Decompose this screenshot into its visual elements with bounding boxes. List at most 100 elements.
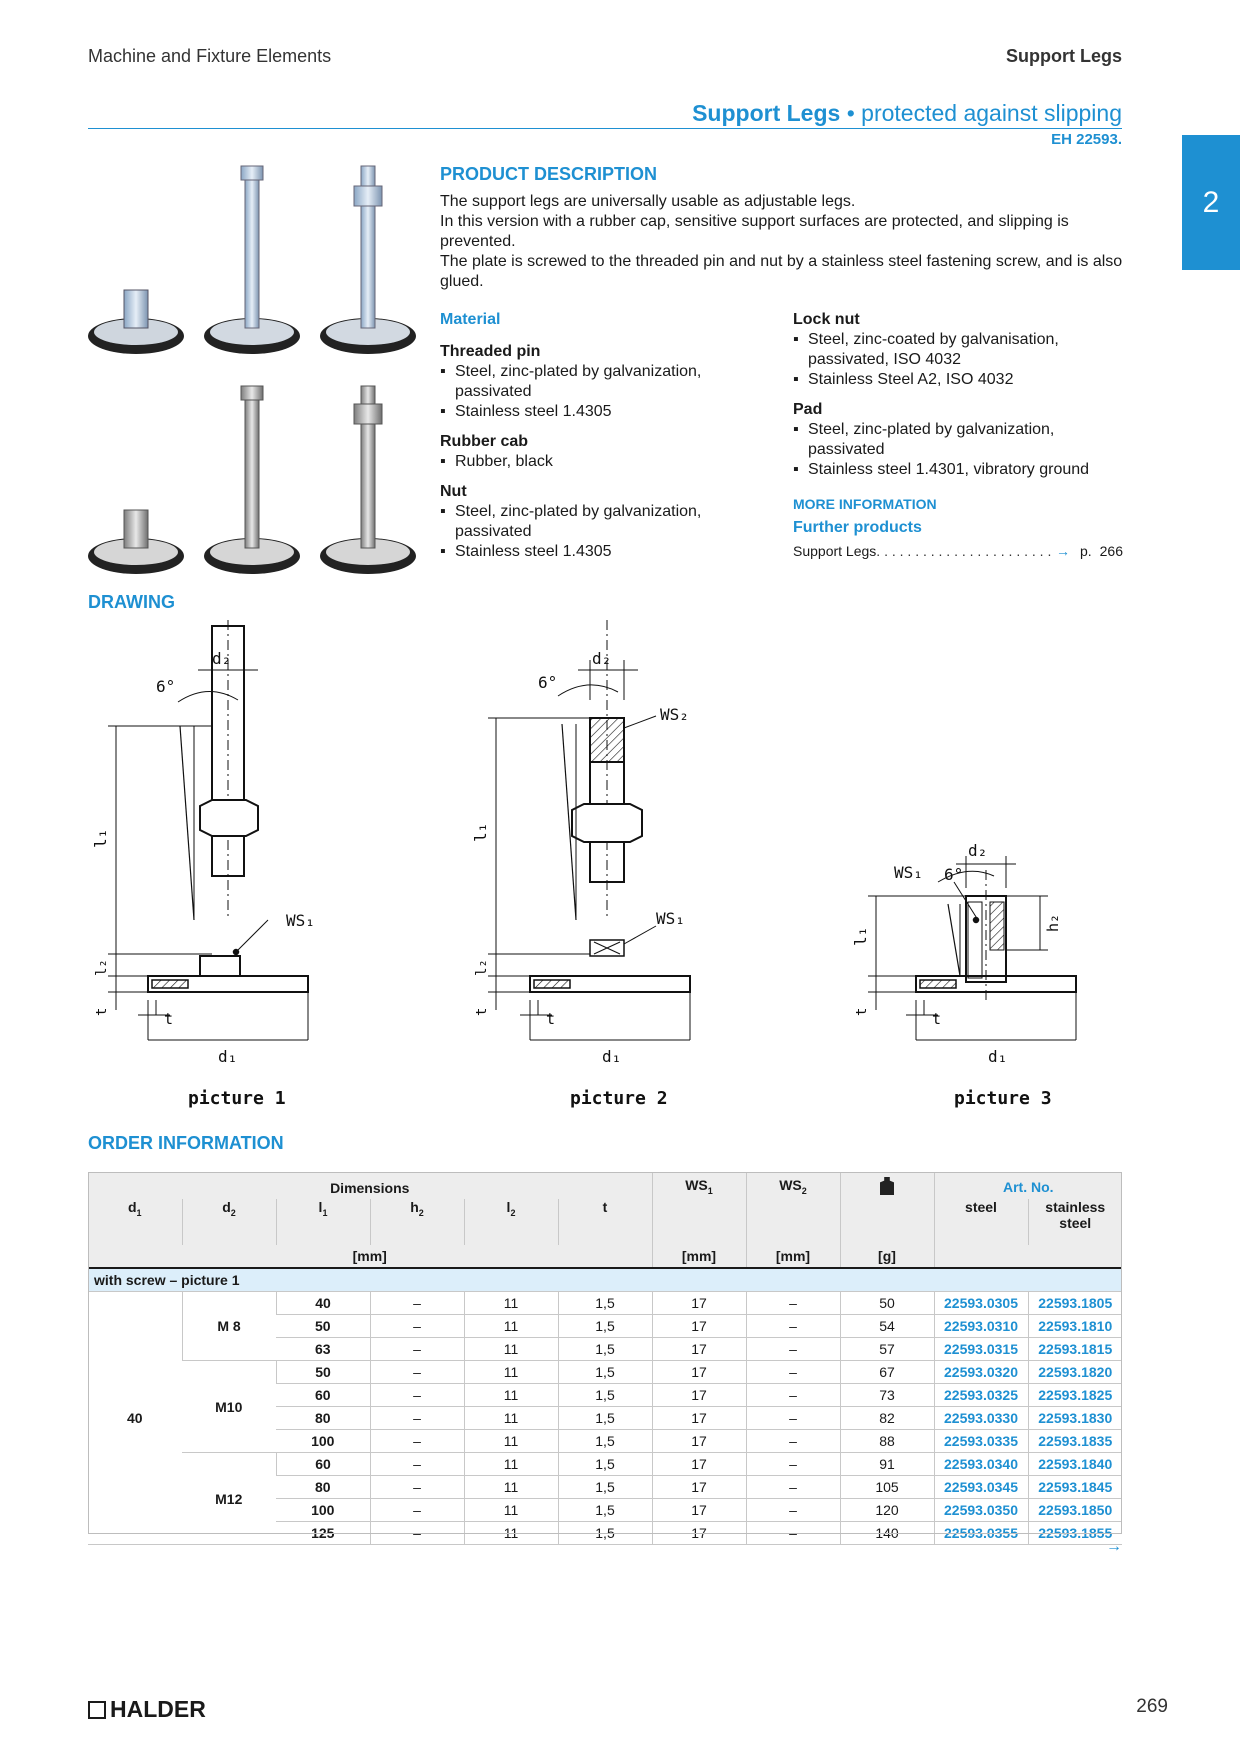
list-item: Stainless steel 1.4305 — [440, 402, 760, 422]
header-section: Machine and Fixture Elements — [88, 46, 332, 66]
cell-l2: 11 — [463, 1337, 558, 1361]
pad-list: Steel, zinc-plated by galvanization, pas… — [793, 420, 1123, 480]
photo-zinc-long — [320, 165, 416, 354]
th-steel: steel — [933, 1199, 1028, 1245]
list-item: Steel, zinc-coated by galvanisation, pas… — [793, 330, 1123, 370]
list-item: Stainless steel 1.4301, vibratory ground — [793, 460, 1123, 480]
th-l1: l1 — [275, 1199, 370, 1245]
cell-artno-steel[interactable]: 22593.0340 — [933, 1452, 1028, 1476]
cell-t: 1,5 — [557, 1291, 652, 1315]
order-table: Dimensions WS1 WS2 Art. No. d1 d2 l1 h2 … — [88, 1172, 1122, 1545]
cell-ws2: – — [745, 1337, 840, 1361]
cell-t: 1,5 — [557, 1314, 652, 1338]
th-unit-mm: [mm] — [88, 1245, 652, 1268]
reference-page-prefix: p. — [1079, 543, 1092, 559]
lock-nut-label: Lock nut — [793, 311, 860, 328]
list-item: Rubber, black — [440, 452, 760, 472]
weight-icon — [880, 1177, 894, 1195]
cell-ws1: 17 — [651, 1291, 746, 1315]
cell-l1: 80 — [276, 1406, 370, 1430]
cell-t: 1,5 — [557, 1429, 652, 1453]
halder-logo-icon — [88, 1700, 106, 1719]
cell-artno-steel[interactable]: 22593.0310 — [933, 1314, 1028, 1338]
th-t: t — [557, 1199, 652, 1245]
cell-h2: – — [369, 1521, 464, 1545]
photo-zinc-medium — [204, 165, 300, 354]
header-chapter: Support Legs — [1006, 46, 1122, 66]
page-number: 269 — [1136, 1696, 1168, 1717]
technical-drawing: d₂ 6° l₁ l₂ t t d₁ WS₁ picture 1 — [91, 620, 1077, 1109]
cell-artno-steel[interactable]: 22593.0345 — [933, 1475, 1028, 1499]
cell-artno-stainless[interactable]: 22593.1845 — [1027, 1475, 1122, 1499]
list-item: Steel, zinc-plated by galvanization, pas… — [440, 502, 760, 542]
lock-nut-list: Steel, zinc-coated by galvanisation, pas… — [793, 330, 1123, 390]
p3-label-angle: 6° — [944, 865, 963, 884]
cell-l1: 50 — [275, 1360, 370, 1384]
p1-label-angle: 6° — [156, 677, 175, 696]
arrow-right-icon[interactable]: → — [1106, 1538, 1122, 1555]
p1-label-t2: t — [164, 1010, 173, 1028]
cell-artno-steel[interactable]: 22593.0305 — [933, 1291, 1028, 1315]
cell-artno-stainless[interactable]: 22593.1850 — [1027, 1498, 1122, 1522]
order-heading: ORDER INFORMATION — [88, 1133, 284, 1153]
cell-l1: 50 — [276, 1314, 370, 1338]
cell-artno-stainless[interactable]: 22593.1840 — [1027, 1452, 1122, 1476]
cell-d2: M12 — [182, 1452, 276, 1545]
p3-label-t2: t — [932, 1010, 941, 1028]
cell-artno-steel[interactable]: 22593.0350 — [933, 1498, 1028, 1522]
rubber-cab-label: Rubber cab — [440, 433, 529, 450]
cell-h2: – — [369, 1498, 464, 1522]
cell-artno-stainless[interactable]: 22593.1820 — [1027, 1360, 1122, 1384]
cell-artno-stainless[interactable]: 22593.1825 — [1027, 1383, 1122, 1407]
cell-ws1: 17 — [651, 1406, 746, 1430]
page-title: Support Legs • protected against slippin… — [692, 100, 1122, 127]
reference-label[interactable]: Support Legs — [793, 543, 877, 559]
cell-h2: – — [369, 1383, 464, 1407]
cell-l1: 60 — [276, 1383, 370, 1407]
p3-label-d2: d₂ — [968, 841, 987, 860]
cell-ws2: – — [745, 1452, 840, 1476]
more-info-heading: MORE INFORMATION — [793, 496, 937, 512]
th-d2: d2 — [181, 1199, 276, 1245]
cell-d2: M10 — [182, 1360, 276, 1453]
nut-label: Nut — [440, 483, 467, 500]
cell-t: 1,5 — [557, 1452, 652, 1476]
p3-label-d1: d₁ — [988, 1047, 1007, 1066]
cell-h2: – — [369, 1360, 464, 1384]
cell-l1: 40 — [275, 1291, 370, 1315]
cell-artno-stainless[interactable]: 22593.1830 — [1027, 1406, 1122, 1430]
cell-t: 1,5 — [557, 1383, 652, 1407]
cell-artno-steel[interactable]: 22593.0325 — [933, 1383, 1028, 1407]
reference-page[interactable]: 266 — [1099, 543, 1123, 559]
p2-label-d1: d₁ — [602, 1047, 621, 1066]
nut-list: Steel, zinc-plated by galvanization, pas… — [440, 502, 760, 562]
description-line-2: In this version with a rubber cap, sensi… — [440, 213, 1069, 250]
th-h2: h2 — [369, 1199, 464, 1245]
chapter-tab[interactable]: 2 — [1182, 135, 1240, 270]
th-dimensions: Dimensions — [88, 1172, 652, 1199]
title-main: Support Legs — [692, 100, 841, 126]
cell-artno-stainless[interactable]: 22593.1835 — [1027, 1429, 1122, 1453]
p2-label-t: t — [474, 1008, 490, 1016]
cell-artno-steel[interactable]: 22593.0330 — [933, 1406, 1028, 1430]
cell-artno-steel[interactable]: 22593.0315 — [933, 1337, 1028, 1361]
list-item: Stainless Steel A2, ISO 4032 — [793, 370, 1123, 390]
arrow-right-icon[interactable]: → — [1055, 543, 1070, 559]
p2-label-d2: d₂ — [592, 649, 611, 668]
cell-t: 1,5 — [557, 1360, 652, 1384]
picture-2-caption: picture 2 — [570, 1088, 668, 1109]
cell-artno-steel[interactable]: 22593.0335 — [933, 1429, 1028, 1453]
cell-artno-steel[interactable]: 22593.0320 — [933, 1360, 1028, 1384]
cell-artno-stainless[interactable]: 22593.1805 — [1027, 1291, 1122, 1315]
reference-link[interactable]: Support Legs . . . . . . . . . . . . . .… — [793, 541, 1123, 561]
p1-label-d1: d₁ — [218, 1047, 237, 1066]
picture-3-caption: picture 3 — [954, 1088, 1052, 1109]
cell-artno-stainless[interactable]: 22593.1815 — [1027, 1337, 1122, 1361]
cell-artno-stainless[interactable]: 22593.1810 — [1027, 1314, 1122, 1338]
cell-artno-steel[interactable]: 22593.0355 — [933, 1521, 1028, 1545]
